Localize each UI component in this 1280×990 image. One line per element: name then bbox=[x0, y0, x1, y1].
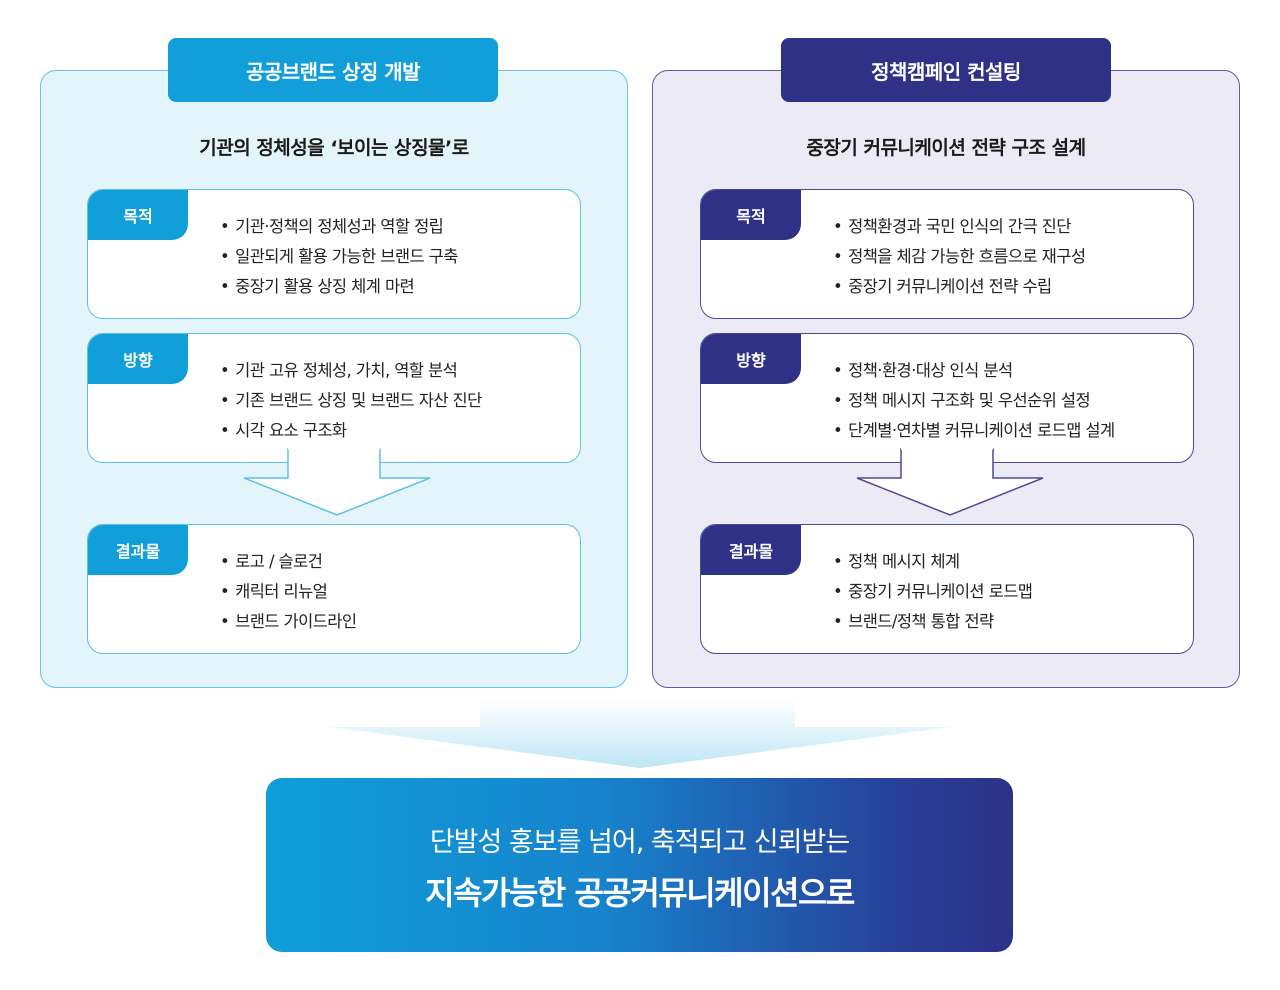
left-down-arrow-icon bbox=[243, 448, 431, 516]
right-purpose-list: 정책환경과 국민 인식의 간극 진단 정책을 체감 가능한 흐름으로 재구성 중… bbox=[833, 212, 1086, 302]
right-purpose-tag: 목적 bbox=[701, 190, 801, 240]
right-direction-box: 방향 정책·환경·대상 인식 분석 정책 메시지 구조화 및 우선순위 설정 단… bbox=[700, 333, 1194, 463]
left-direction-list: 기관 고유 정체성, 가치, 역할 분석 기존 브랜드 상징 및 브랜드 자산 … bbox=[220, 356, 482, 446]
converge-arrow-icon bbox=[330, 700, 950, 768]
list-item: 정책환경과 국민 인식의 간극 진단 bbox=[833, 212, 1085, 242]
banner-line-2: 지속가능한 공공커뮤니케이션으로 bbox=[425, 874, 855, 912]
left-panel-subtitle: 기관의 정체성을 ‘보이는 상징물’로 bbox=[199, 137, 469, 159]
right-down-arrow-icon bbox=[856, 448, 1044, 516]
left-direction-box: 방향 기관 고유 정체성, 가치, 역할 분석 기존 브랜드 상징 및 브랜드 … bbox=[87, 333, 581, 463]
list-item: 기존 브랜드 상징 및 브랜드 자산 진단 bbox=[220, 386, 482, 416]
list-item: 정책 메시지 체계 bbox=[833, 547, 1032, 577]
conclusion-banner: 단발성 홍보를 넘어, 축적되고 신뢰받는 지속가능한 공공커뮤니케이션으로 bbox=[266, 778, 1013, 952]
right-direction-tag: 방향 bbox=[701, 334, 801, 384]
list-item: 캐릭터 리뉴얼 bbox=[220, 577, 356, 607]
list-item: 기관·정책의 정체성과 역할 정립 bbox=[220, 212, 458, 242]
list-item: 단계별·연차별 커뮤니케이션 로드맵 설계 bbox=[833, 416, 1115, 446]
right-result-tag: 결과물 bbox=[701, 525, 801, 575]
right-result-box: 결과물 정책 메시지 체계 중장기 커뮤니케이션 로드맵 브랜드/정책 통합 전… bbox=[700, 524, 1194, 654]
list-item: 중장기 활용 상징 체계 마련 bbox=[220, 272, 458, 302]
banner-line-1: 단발성 홍보를 넘어, 축적되고 신뢰받는 bbox=[429, 827, 850, 858]
list-item: 정책·환경·대상 인식 분석 bbox=[833, 356, 1115, 386]
left-purpose-tag: 목적 bbox=[88, 190, 188, 240]
list-item: 정책 메시지 구조화 및 우선순위 설정 bbox=[833, 386, 1115, 416]
right-panel-subtitle: 중장기 커뮤니케이션 전략 구조 설계 bbox=[806, 137, 1086, 159]
list-item: 기관 고유 정체성, 가치, 역할 분석 bbox=[220, 356, 482, 386]
right-panel-title: 정책캠페인 컨설팅 bbox=[781, 38, 1111, 102]
list-item: 중장기 커뮤니케이션 로드맵 bbox=[833, 577, 1033, 607]
left-purpose-list: 기관·정책의 정체성과 역할 정립 일관되게 활용 가능한 브랜드 구축 중장기… bbox=[220, 212, 458, 302]
right-result-list: 정책 메시지 체계 중장기 커뮤니케이션 로드맵 브랜드/정책 통합 전략 bbox=[833, 547, 1033, 637]
left-purpose-box: 목적 기관·정책의 정체성과 역할 정립 일관되게 활용 가능한 브랜드 구축 … bbox=[87, 189, 581, 319]
list-item: 브랜드 가이드라인 bbox=[220, 607, 357, 637]
left-result-list: 로고 / 슬로건 캐릭터 리뉴얼 브랜드 가이드라인 bbox=[220, 547, 357, 637]
right-direction-list: 정책·환경·대상 인식 분석 정책 메시지 구조화 및 우선순위 설정 단계별·… bbox=[833, 356, 1115, 446]
list-item: 중장기 커뮤니케이션 전략 수립 bbox=[833, 272, 1085, 302]
list-item: 브랜드/정책 통합 전략 bbox=[833, 607, 1032, 637]
list-item: 시각 요소 구조화 bbox=[220, 416, 482, 446]
list-item: 로고 / 슬로건 bbox=[220, 547, 356, 577]
list-item: 정책을 체감 가능한 흐름으로 재구성 bbox=[833, 242, 1086, 272]
left-result-tag: 결과물 bbox=[88, 525, 188, 575]
left-panel-title: 공공브랜드 상징 개발 bbox=[168, 38, 498, 102]
left-result-box: 결과물 로고 / 슬로건 캐릭터 리뉴얼 브랜드 가이드라인 bbox=[87, 524, 581, 654]
right-purpose-box: 목적 정책환경과 국민 인식의 간극 진단 정책을 체감 가능한 흐름으로 재구… bbox=[700, 189, 1194, 319]
list-item: 일관되게 활용 가능한 브랜드 구축 bbox=[220, 242, 458, 272]
left-direction-tag: 방향 bbox=[88, 334, 188, 384]
